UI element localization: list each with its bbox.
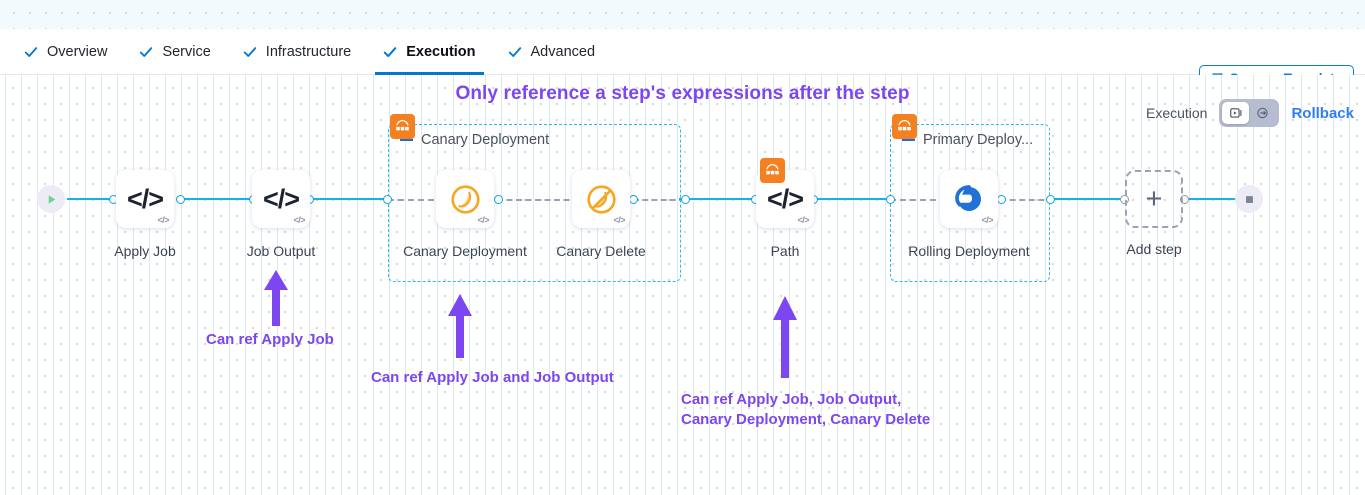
step-node-rolling-deployment[interactable]: </>	[940, 170, 998, 228]
step-group-canary-title: Canary Deployment	[400, 132, 549, 148]
step-label-job-output: Job Output	[246, 243, 316, 259]
connector-dot[interactable]	[494, 195, 503, 204]
tab-infrastructure[interactable]: Infrastructure	[227, 29, 367, 75]
canary-bird-icon	[450, 184, 480, 214]
connector-line	[181, 198, 255, 201]
code-badge-icon: </>	[981, 215, 993, 225]
helm-deployment-icon	[955, 185, 981, 211]
step-group-primary-title: Primary Deploy...	[902, 132, 1033, 148]
annotation-arrow-apply-job	[264, 270, 288, 326]
connector-line	[679, 198, 759, 201]
add-step-button[interactable]: +	[1125, 170, 1183, 228]
collapse-dash-icon[interactable]	[902, 138, 915, 142]
check-icon	[140, 47, 153, 57]
play-icon	[48, 194, 55, 204]
connector-line	[1048, 198, 1128, 201]
step-group-glyph-icon	[898, 120, 911, 131]
add-step-label: Add step	[1126, 241, 1182, 257]
code-badge-icon: </>	[477, 215, 489, 225]
connector-dot[interactable]	[1120, 195, 1129, 204]
connector-line-dashed	[890, 199, 946, 201]
step-node-canary-deployment[interactable]: </>	[436, 170, 494, 228]
banner-heading: Only reference a step's expressions afte…	[455, 83, 910, 104]
annotation-arrow-canary-deployment	[448, 294, 472, 358]
tab-overview-label: Overview	[47, 44, 108, 60]
step-group-canary-label: Canary Deployment	[421, 132, 550, 148]
step-group-icon	[892, 114, 917, 139]
connector-dot[interactable]	[997, 195, 1006, 204]
step-label-rolling-deployment: Rolling Deployment	[908, 243, 1030, 259]
code-badge-icon: </>	[797, 215, 809, 225]
check-icon	[508, 47, 521, 57]
annotation-text-1: Can ref Apply Job	[206, 331, 334, 348]
check-icon	[24, 47, 38, 57]
step-group-primary-label: Primary Deploy...	[923, 132, 1034, 148]
stop-icon	[1245, 195, 1253, 203]
connector-line-dashed	[1000, 199, 1054, 201]
step-group-glyph-icon	[766, 164, 779, 175]
step-group-icon	[390, 114, 415, 139]
execution-mode-label: Execution	[1145, 105, 1208, 121]
tab-execution-label: Execution	[406, 44, 476, 60]
connector-dot[interactable]	[1046, 195, 1055, 204]
step-label-apply-job: Apply Job	[114, 243, 176, 259]
connector-line	[813, 198, 895, 201]
rollback-link[interactable]: Rollback	[1291, 104, 1354, 122]
rollback-mode-button[interactable]	[1249, 102, 1276, 124]
tab-execution[interactable]: Execution	[367, 29, 491, 75]
execution-rollback-toggle-row: Execution Rollback	[1146, 99, 1354, 127]
tab-infrastructure-label: Infrastructure	[265, 44, 352, 60]
connector-line	[67, 198, 115, 201]
tab-overview[interactable]: Overview	[8, 29, 123, 75]
code-badge-icon: </>	[293, 215, 305, 225]
connector-dot[interactable]	[383, 195, 392, 204]
step-group-icon	[760, 158, 785, 183]
connector-line	[309, 198, 391, 201]
pipeline-end-node[interactable]	[1235, 185, 1263, 213]
connector-dot[interactable]	[176, 195, 185, 204]
connector-dot[interactable]	[886, 195, 895, 204]
code-icon: </>	[766, 183, 804, 214]
pipeline-start-node[interactable]	[37, 185, 65, 213]
execution-play-box-icon	[1230, 108, 1242, 118]
connector-line	[1182, 198, 1242, 201]
connector-dot[interactable]	[1180, 195, 1189, 204]
collapse-dash-icon[interactable]	[400, 138, 413, 142]
code-icon: </>	[126, 183, 164, 214]
connector-line-dashed	[497, 199, 579, 201]
connector-line-dashed	[633, 199, 685, 201]
connector-dot[interactable]	[629, 195, 638, 204]
connector-dot[interactable]	[681, 195, 690, 204]
step-group-glyph-icon	[396, 120, 409, 131]
stage-tab-bar: Overview Service Infrastructure Executio…	[0, 29, 1365, 92]
step-label-canary-deployment: Canary Deployment	[403, 243, 527, 259]
pipeline-canvas[interactable]	[0, 75, 1365, 495]
top-dotted-strip	[0, 0, 1365, 29]
step-label-path: Path	[770, 243, 800, 259]
code-icon: </>	[262, 183, 300, 214]
tab-advanced[interactable]: Advanced	[492, 29, 612, 75]
code-badge-icon: </>	[157, 215, 169, 225]
plus-icon: +	[1145, 182, 1163, 215]
mode-segmented-control[interactable]	[1219, 99, 1280, 127]
tab-advanced-label: Advanced	[530, 44, 596, 60]
step-node-canary-delete[interactable]: </>	[572, 170, 630, 228]
check-icon	[243, 47, 256, 57]
tab-service-label: Service	[162, 44, 211, 60]
step-node-job-output[interactable]: </> </>	[252, 170, 310, 228]
rollback-arrow-icon	[1257, 107, 1268, 119]
canary-bird-delete-icon	[586, 184, 616, 214]
annotation-text-3: Can ref Apply Job, Job Output, Canary De…	[681, 391, 931, 428]
annotation-text-2: Can ref Apply Job and Job Output	[371, 369, 614, 386]
connector-line-dashed	[388, 199, 444, 201]
check-icon	[383, 47, 397, 58]
stage-tabs: Overview Service Infrastructure Executio…	[8, 29, 611, 75]
step-label-canary-delete: Canary Delete	[556, 243, 646, 259]
annotation-arrow-path	[773, 296, 797, 378]
tab-service[interactable]: Service	[123, 29, 226, 75]
step-node-apply-job[interactable]: </> </>	[116, 170, 174, 228]
execution-mode-button[interactable]	[1222, 102, 1250, 124]
code-badge-icon: </>	[613, 215, 625, 225]
